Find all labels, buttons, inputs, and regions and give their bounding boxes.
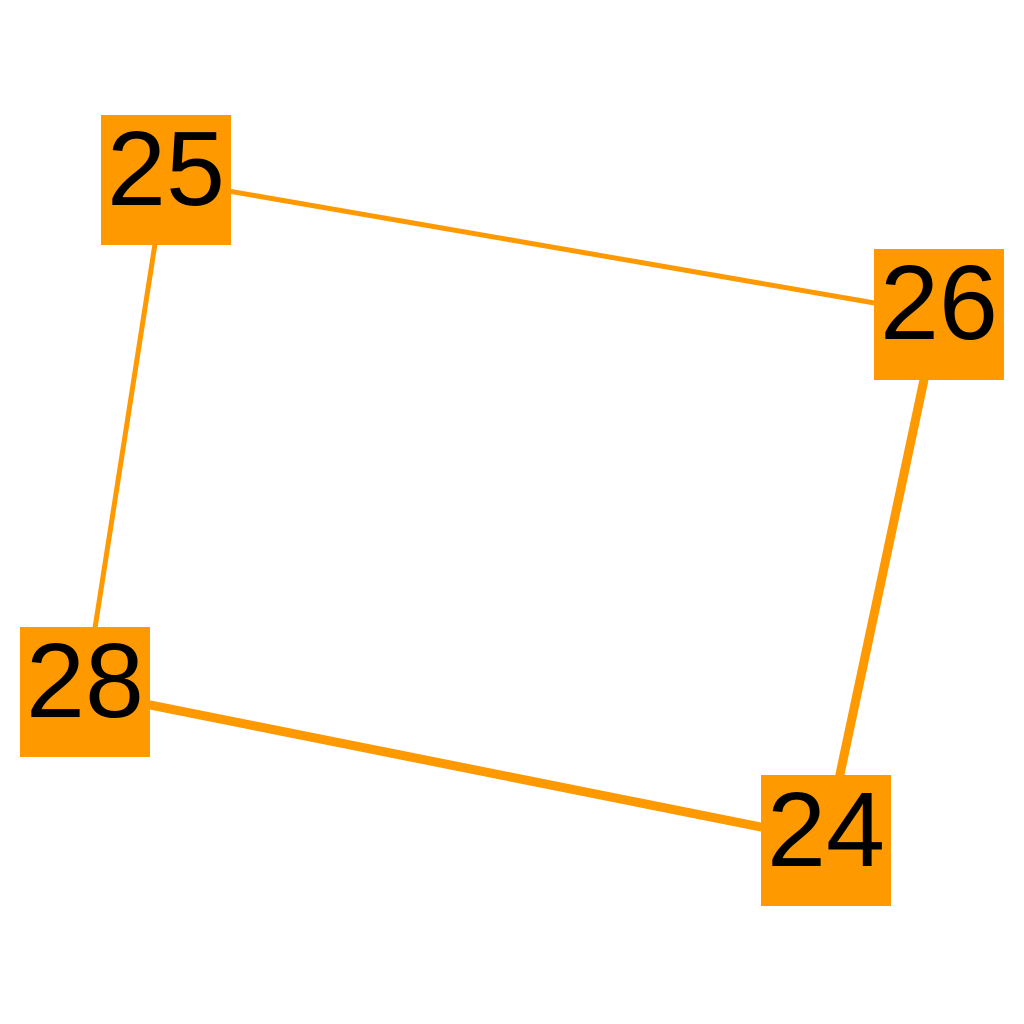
edge-26-24 — [821, 309, 943, 845]
node-26[interactable]: 26 — [874, 244, 1004, 380]
edge-25-28 — [82, 177, 168, 695]
node-28-label: 28 — [26, 622, 144, 740]
node-24[interactable]: 24 — [761, 771, 891, 906]
edge-25-26 — [162, 177, 941, 317]
node-24-box — [761, 775, 891, 906]
edge-layer — [80, 177, 943, 845]
node-24-label: 24 — [767, 771, 885, 889]
node-26-box — [874, 249, 1004, 380]
node-25-label: 25 — [107, 110, 225, 228]
node-28[interactable]: 28 — [20, 622, 150, 757]
node-28-box — [20, 627, 150, 757]
edge-28-24 — [80, 687, 831, 845]
node-25[interactable]: 25 — [101, 110, 231, 245]
node-26-label: 26 — [880, 244, 998, 362]
node-25-box — [101, 115, 231, 245]
